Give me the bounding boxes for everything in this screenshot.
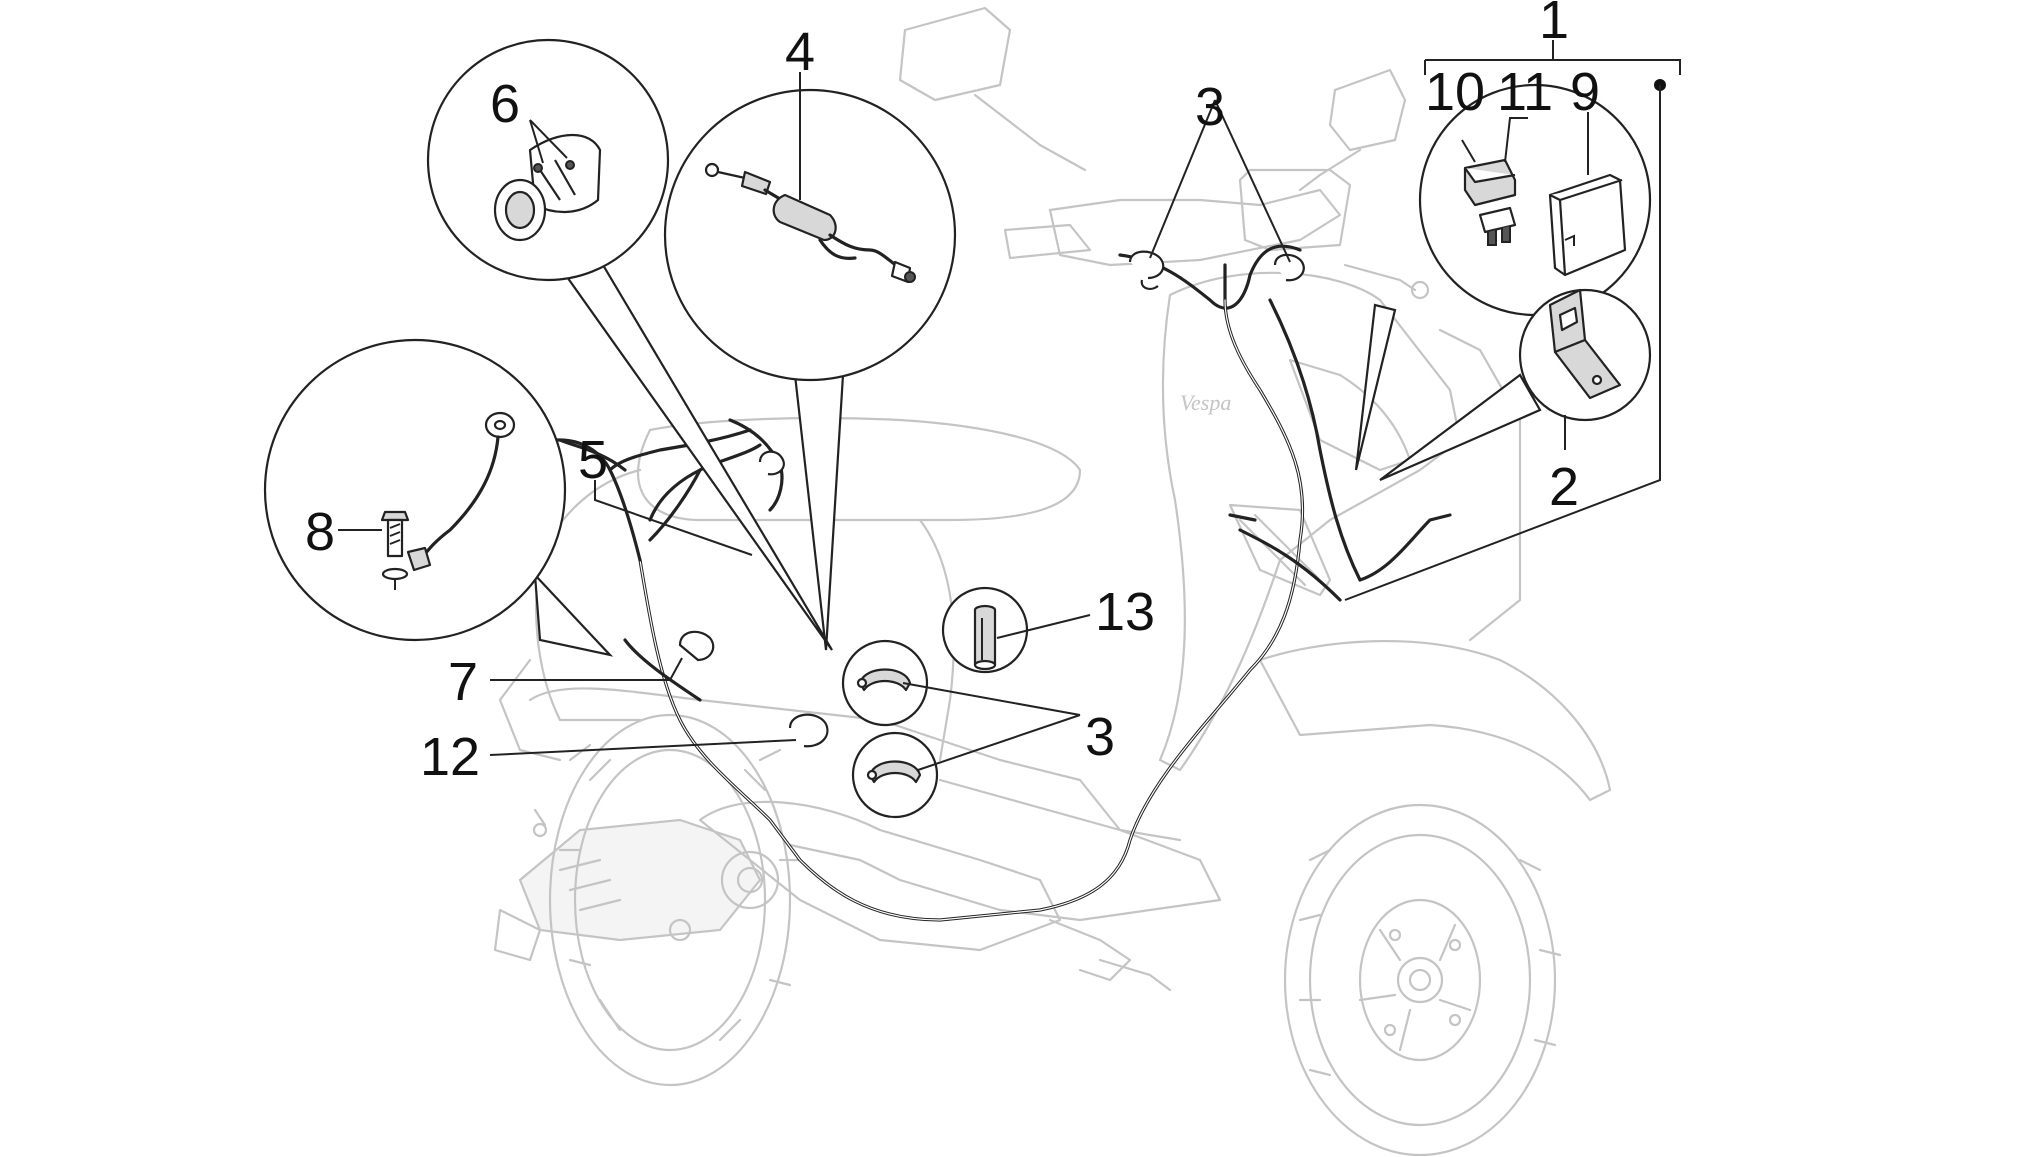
- callout-relay-fuse-group: [1354, 83, 1652, 471]
- part-2-bracket: [1548, 288, 1622, 400]
- harness-clip-3-front-right: [1273, 253, 1305, 282]
- label-6: 6: [490, 74, 520, 134]
- harness-clip-12: [788, 713, 829, 748]
- label-3-bottom: 3: [1085, 707, 1115, 767]
- label-4: 4: [785, 22, 815, 82]
- label-7: 7: [448, 652, 478, 712]
- harness-clip-3-front-left: [1128, 250, 1165, 290]
- label-1: 1: [1539, 0, 1569, 50]
- label-2: 2: [1549, 457, 1579, 517]
- label-9: 9: [1570, 62, 1600, 122]
- main-wiring-harness: [533, 244, 1452, 922]
- harness-clip-rear-upper: [758, 450, 785, 476]
- callout-part-6: [426, 38, 833, 651]
- callout-part-4: [663, 88, 957, 651]
- callout-part-3-clip-upper: [841, 639, 929, 727]
- label-3-top: 3: [1195, 77, 1225, 137]
- svg-text:Vespa: Vespa: [1180, 390, 1231, 415]
- part-10-relay: [1463, 158, 1517, 207]
- label-12: 12: [420, 727, 480, 787]
- part-11-fuse: [1478, 206, 1517, 246]
- label-8: 8: [305, 502, 335, 562]
- part-8-bolt: [380, 510, 410, 590]
- part-6-rubber-sleeve: [493, 133, 602, 242]
- part-number-labels: 1 10 11 9 2 3 3 4 5 6 7 8 12 13: [305, 0, 1600, 787]
- callout-part-13: [941, 586, 1029, 674]
- callout-part-2: [1379, 288, 1652, 482]
- part-9-control-unit: [1548, 173, 1627, 277]
- part-8-ground-cable: [406, 411, 516, 572]
- label-13: 13: [1095, 582, 1155, 642]
- harness-clip-7: [678, 630, 715, 662]
- label-11: 11: [1497, 62, 1553, 122]
- label-5: 5: [578, 430, 608, 490]
- leader-lines: [489, 40, 1681, 771]
- callout-part-8: [263, 338, 614, 657]
- part-4-cable: [704, 162, 916, 284]
- label-10: 10: [1425, 62, 1485, 122]
- callout-part-3-clip-lower: [851, 731, 939, 819]
